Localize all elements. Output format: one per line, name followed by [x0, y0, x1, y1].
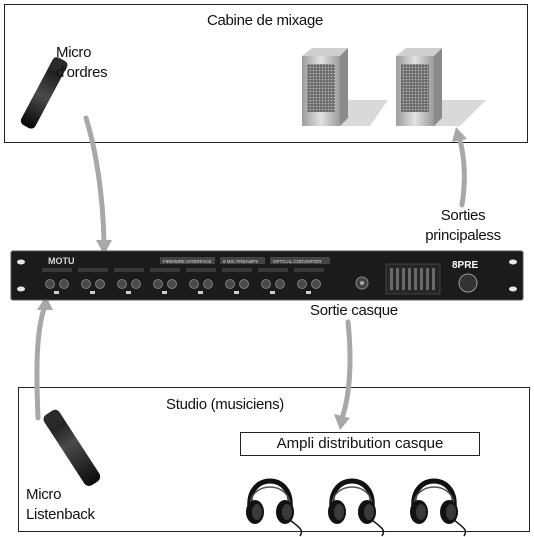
arrow-talkback-to-interface: [83, 115, 112, 255]
speaker-left-icon: [302, 48, 388, 126]
meter-bar: [390, 268, 393, 290]
talkback-mic-icon: [20, 57, 68, 129]
channel-strip-3: [114, 268, 144, 294]
motu-8pre-interface: MOTU FIREWIRE INTERFACE 8 MIC PREAMPS OP…: [10, 250, 524, 301]
device-feature-1: FIREWIRE INTERFACE: [163, 259, 212, 264]
channel-strip-7: [258, 268, 288, 294]
meter-bar: [432, 268, 435, 290]
meter-bar: [408, 268, 411, 290]
channel-strips: [42, 268, 324, 294]
meter-bar: [414, 268, 417, 290]
meter-bar: [396, 268, 399, 290]
main-outs-label-line1: Sorties: [440, 207, 486, 224]
device-feature-3: OPTICAL CONVERTER: [273, 259, 322, 264]
meter-bar: [420, 268, 423, 290]
arrow-headphone-out-to-amp: [334, 319, 353, 430]
arrow-listenback-to-interface: [34, 296, 53, 421]
headphone-amp-label: Ampli distribution casque: [276, 435, 444, 452]
talkback-mic-label-line1: Micro: [56, 44, 92, 61]
speaker-right-icon: [396, 48, 486, 126]
headphone-icon-3: [410, 478, 467, 537]
channel-strip-8: [294, 268, 324, 294]
meter-bar: [426, 268, 429, 290]
channel-strip-2: [78, 268, 108, 294]
listenback-mic-label-line2: Listenback: [26, 506, 95, 523]
arrow-interface-to-main-outs: [452, 127, 467, 208]
channel-strip-1: [42, 268, 72, 294]
listenback-mic-label-line1: Micro: [26, 486, 62, 503]
device-brand: MOTU: [48, 256, 75, 266]
headphone-amp-box: Ampli distribution casque: [240, 432, 480, 456]
level-meters: [390, 268, 435, 290]
listenback-mic-icon: [43, 409, 101, 486]
device-model: 8PRE: [452, 260, 478, 271]
headphone-icon-1: [246, 478, 303, 537]
channel-strip-4: [150, 268, 180, 294]
control-room-title: Cabine de mixage: [206, 12, 324, 29]
headphone-out-label: Sortie casque: [310, 302, 398, 319]
talkback-mic-label-line2: d'ordres: [56, 64, 108, 81]
channel-strip-6: [222, 268, 252, 294]
device-feature-2: 8 MIC PREAMPS: [223, 259, 258, 264]
meter-bar: [402, 268, 405, 290]
channel-strip-5: [186, 268, 216, 294]
main-outs-label-line2: principaless: [425, 227, 501, 244]
headphone-icon-2: [328, 478, 385, 537]
studio-title: Studio (musiciens): [166, 396, 284, 413]
